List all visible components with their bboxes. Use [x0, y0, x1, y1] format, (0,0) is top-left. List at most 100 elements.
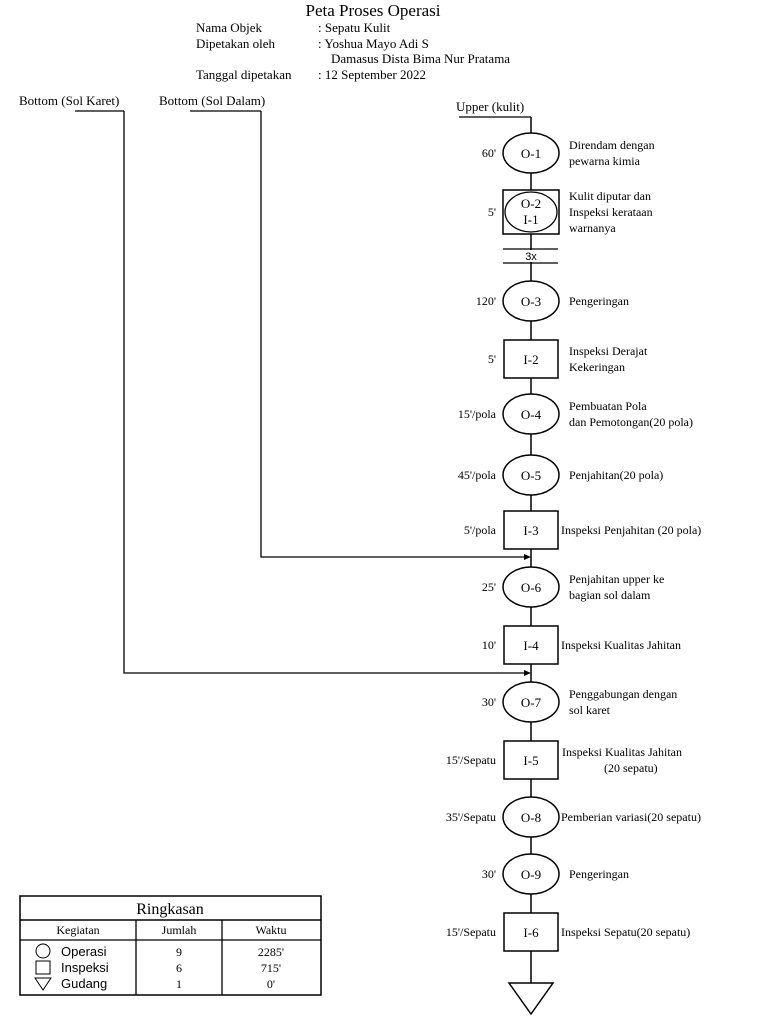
circle-icon — [35, 943, 51, 959]
operation-symbol — [502, 454, 560, 496]
step-time: 5' — [488, 205, 496, 219]
step-time: 35'/Sepatu — [446, 810, 496, 824]
inspection-symbol — [503, 339, 559, 379]
header-value-mapper-2: Damasus Dista Bima Nur Pratama — [331, 51, 510, 66]
step-description: Direndam dengan — [569, 138, 655, 152]
inspection-symbol — [503, 912, 559, 952]
combined-symbol-circle — [504, 191, 558, 233]
operation-symbol — [502, 796, 560, 838]
operation-symbol — [502, 681, 560, 723]
header-label-date: Tanggal dipetakan — [196, 67, 292, 82]
step-description: Penjahitan upper ke — [569, 572, 664, 586]
operation-symbol — [502, 280, 560, 322]
repeat-marker-label-bg — [520, 250, 542, 262]
operation-symbol — [502, 853, 560, 895]
process-step: O-7 30' Penggabungan dengan sol karet — [482, 681, 677, 723]
summary-row-time: 0' — [267, 977, 275, 991]
summary-title: Ringkasan — [136, 901, 204, 918]
step-code: O-7 — [521, 695, 542, 710]
step-description: Inspeksi kerataan — [569, 205, 653, 219]
summary-row-count: 6 — [176, 961, 182, 975]
step-description: Kulit diputar dan — [569, 189, 651, 203]
step-description: (20 sepatu) — [604, 761, 658, 775]
step-code: I-4 — [523, 638, 539, 653]
step-description: Penjahitan(20 pola) — [569, 468, 663, 482]
summary-row-time: 2285' — [258, 945, 284, 959]
step-description: Pengeringan — [569, 294, 629, 308]
header-value-object: : Sepatu Kulit — [318, 20, 391, 35]
step-code: O-6 — [521, 580, 542, 595]
step-code: O-4 — [521, 407, 542, 422]
step-description: pewarna kimia — [569, 154, 641, 168]
step-description: dan Pemotongan(20 pola) — [569, 415, 693, 429]
sol-karet-arrowhead — [524, 670, 531, 676]
header-value-date: : 12 September 2022 — [318, 67, 426, 82]
header-label-mapper: Dipetakan oleh — [196, 36, 276, 51]
summary-header-count: Jumlah — [162, 923, 197, 937]
process-step: I-410'Inspeksi Kualitas Jahitan — [482, 625, 681, 665]
step-code: O-5 — [521, 468, 541, 483]
step-description: Inspeksi Kualitas Jahitan — [562, 745, 682, 759]
step-description: bagian sol dalam — [569, 588, 651, 602]
step-time: 120' — [476, 294, 496, 308]
summary-row-label: Gudang — [61, 976, 107, 991]
header-label-object: Nama Objek — [196, 20, 263, 35]
sol-dalam-flow-line — [260, 111, 525, 558]
step-description: Inspeksi Penjahitan (20 pola) — [561, 523, 701, 537]
process-step: O-5 45'/pola Penjahitan(20 pola) — [458, 454, 663, 496]
process-step: O-930'Pengeringan — [482, 853, 629, 895]
inspection-symbol — [503, 625, 559, 665]
step-code: O-3 — [521, 294, 541, 309]
step-time: 30' — [482, 695, 496, 709]
step-description: warnanya — [569, 221, 616, 235]
summary-table: Ringkasan Kegiatan Jumlah Waktu Operasi … — [19, 895, 322, 996]
process-step: I-6 15'/Sepatu Inspeksi Sepatu(20 sepatu) — [446, 912, 690, 952]
summary-header-activity: Kegiatan — [56, 923, 99, 937]
material-sol-karet: Bottom (Sol Karet) — [19, 93, 119, 108]
summary-row-count: 1 — [176, 977, 182, 991]
step-time: 10' — [482, 638, 496, 652]
step-description: Pembuatan Pola — [569, 399, 647, 413]
step-code: I-3 — [523, 523, 538, 538]
step-code: O-2 — [521, 196, 541, 211]
summary-row-label: Operasi — [61, 944, 107, 959]
step-time: 45'/pola — [458, 468, 497, 482]
step-description: Inspeksi Sepatu(20 sepatu) — [561, 925, 690, 939]
step-time: 25' — [482, 580, 496, 594]
step-code: O-9 — [521, 867, 541, 882]
step-time: 15'/Sepatu — [446, 753, 496, 767]
process-step — [507, 982, 555, 1016]
inspection-symbol — [503, 740, 559, 780]
process-step: O-3 120' Pengeringan — [476, 280, 629, 322]
page-title: Peta Proses Operasi — [305, 1, 440, 20]
operation-symbol — [502, 566, 560, 608]
operation-symbol — [502, 132, 560, 174]
inspection-symbol — [503, 510, 559, 550]
header: Peta Proses Operasi Nama Objek : Sepatu … — [196, 1, 510, 82]
step-code: I-6 — [523, 925, 539, 940]
step-time: 15'/Sepatu — [446, 925, 496, 939]
square-icon — [35, 960, 51, 975]
sol-karet-flow-line — [123, 111, 525, 674]
step-description: Pengeringan — [569, 867, 629, 881]
step-time: 60' — [482, 146, 496, 160]
step-description: Inspeksi Derajat — [569, 344, 648, 358]
step-code-2: I-1 — [523, 212, 538, 227]
summary-row-label: Inspeksi — [61, 960, 109, 975]
step-time: 15'/pola — [458, 407, 497, 421]
operation-symbol — [502, 393, 560, 435]
step-description: Kekeringan — [569, 360, 625, 374]
repeat-marker: 3x — [503, 248, 558, 264]
step-description: sol karet — [569, 703, 611, 717]
step-description: Pemberian variasi(20 sepatu) — [561, 810, 701, 824]
storage-symbol — [507, 982, 555, 1016]
material-upper: Upper (kulit) — [456, 99, 524, 114]
repeat-label: 3x — [525, 251, 537, 263]
step-description: Penggabungan dengan — [569, 687, 677, 701]
